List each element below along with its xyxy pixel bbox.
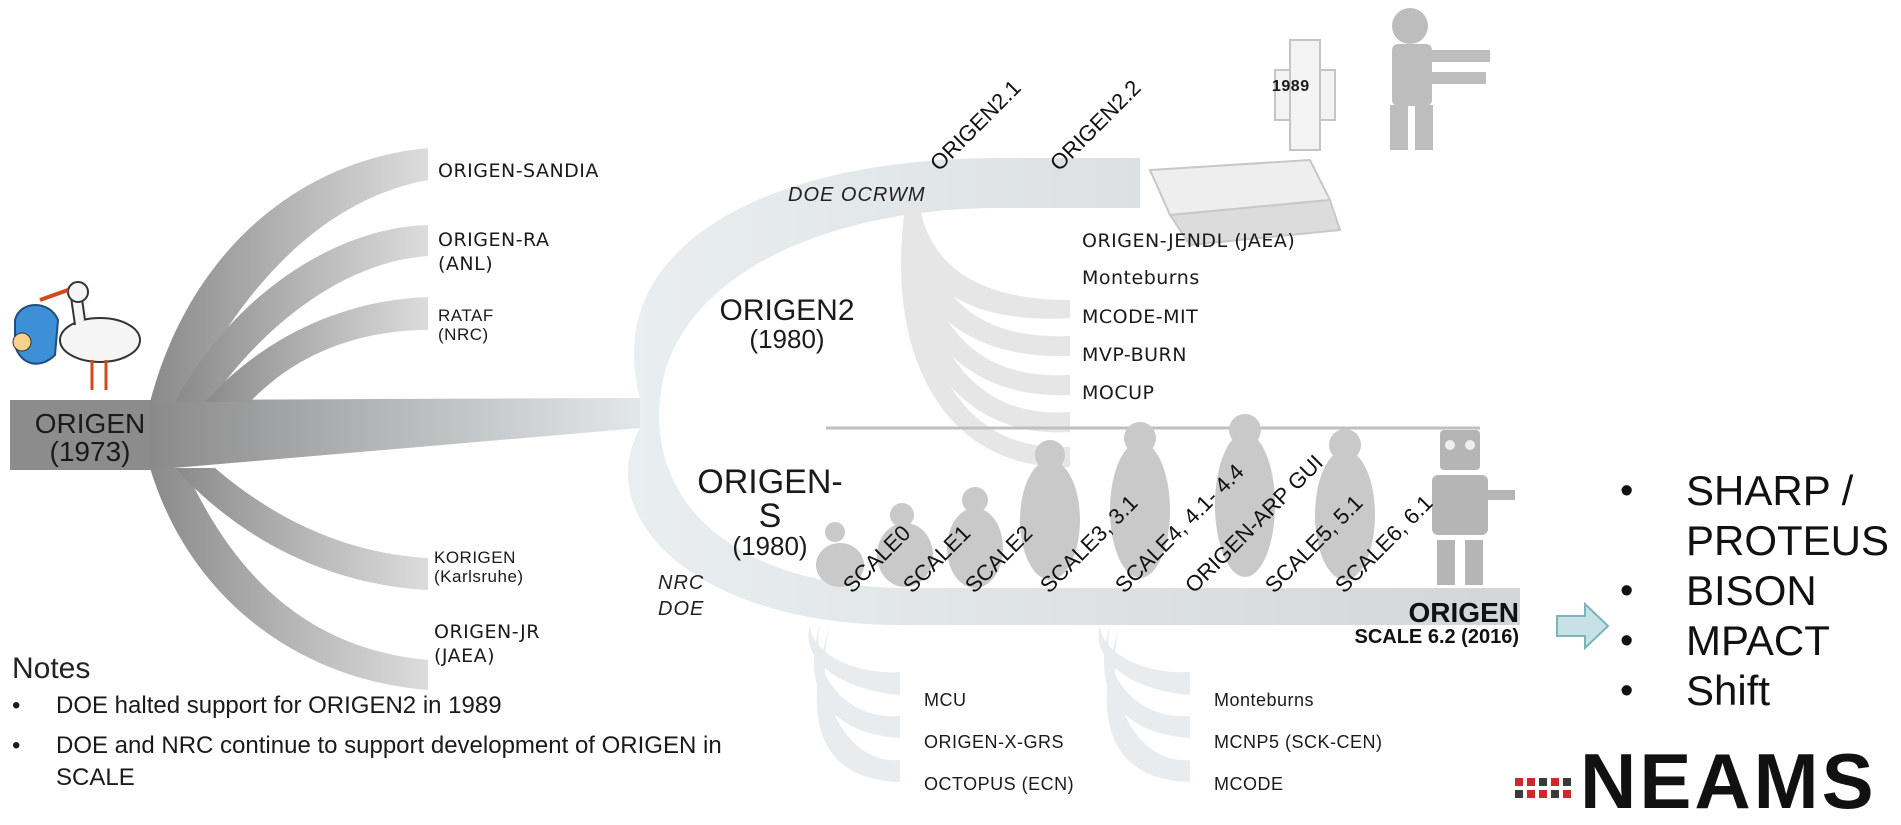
origen2-derivative-mvp-burn: MVP-BURN [1082, 344, 1187, 366]
origen2-node: ORIGEN2 (1980) [719, 294, 855, 354]
origen2-derivative-origen-jendl: ORIGEN-JENDL (JAEA) [1082, 230, 1296, 252]
origen2-derivative-monteburns: Monteburns [1082, 267, 1200, 289]
origen2-derivative-mocup: MOCUP [1082, 382, 1155, 404]
diagram-canvas [10, 8, 1610, 798]
future-code-item: Shift [1620, 666, 1876, 716]
tombstone-year: 1989 [1272, 78, 1310, 95]
origen2-sponsor: DOE OCRWM [788, 184, 926, 206]
note-item: DOE halted support for ORIGEN2 in 1989 [12, 690, 772, 722]
origen2-origen-s-arc [627, 158, 1520, 625]
future-codes-list: SHARP / PROTEUS BISON MPACT Shift [1620, 466, 1889, 716]
origen-s-node: ORIGEN-S (1980) [697, 463, 843, 561]
future-code-item: MPACT [1620, 616, 1876, 666]
origen-current: ORIGEN SCALE 6.2 (2016) [1354, 597, 1519, 649]
origen2-derivative-fan [901, 208, 1070, 468]
neams-logo: NEAMS [1580, 737, 1877, 825]
branch-rataf: RATAF (NRC) [438, 306, 494, 344]
root-year: (1973) [49, 436, 131, 467]
origen-s-derivative-monteburns: Monteburns [1214, 690, 1315, 710]
future-code-item: BISON [1620, 566, 1876, 616]
origen-branch-fan [150, 148, 428, 690]
branch-origen-sandia: ORIGEN-SANDIA [438, 160, 599, 182]
branch-korigen: KORIGEN (Karlsruhe) [434, 548, 524, 586]
origen-s-derivative-fans [808, 625, 1190, 782]
robot-icon [1432, 430, 1515, 585]
future-code-item: SHARP / PROTEUS [1620, 466, 1889, 566]
ape-to-human-evolution-icon [816, 414, 1375, 588]
stork-with-baby-icon [12, 281, 141, 390]
origen-s-derivative-octopus: OCTOPUS (ECN) [924, 774, 1075, 794]
tombstone-icon [1148, 39, 1342, 247]
origen-main-stem [150, 398, 640, 470]
notes-list: DOE halted support for ORIGEN2 in 1989 D… [12, 690, 772, 802]
origen-s-derivative-mcnp5: MCNP5 (SCK-CEN) [1214, 732, 1383, 752]
origen-s-derivative-origen-x-grs: ORIGEN-X-GRS [924, 732, 1065, 752]
origen-s-derivative-mcode: MCODE [1214, 774, 1284, 794]
branch-origen-jr: ORIGEN-JR (JAEA) [434, 621, 540, 667]
zombie-icon [1390, 8, 1490, 150]
origen-root-bar [10, 400, 160, 470]
note-item: DOE and NRC continue to support developm… [12, 730, 772, 794]
root-node: ORIGEN (1973) [30, 410, 150, 466]
neams-logo-icon [1515, 778, 1571, 798]
right-arrow-icon [1556, 601, 1610, 651]
root-name: ORIGEN [34, 408, 146, 439]
origen-s-derivative-mcu: MCU [924, 690, 967, 710]
branch-origen-ra: ORIGEN-RA (ANL) [438, 229, 550, 275]
origen2-derivative-mcode-mit: MCODE-MIT [1082, 306, 1199, 328]
origen-s-sponsor: NRC DOE [658, 572, 705, 620]
notes-heading: Notes [12, 652, 91, 685]
